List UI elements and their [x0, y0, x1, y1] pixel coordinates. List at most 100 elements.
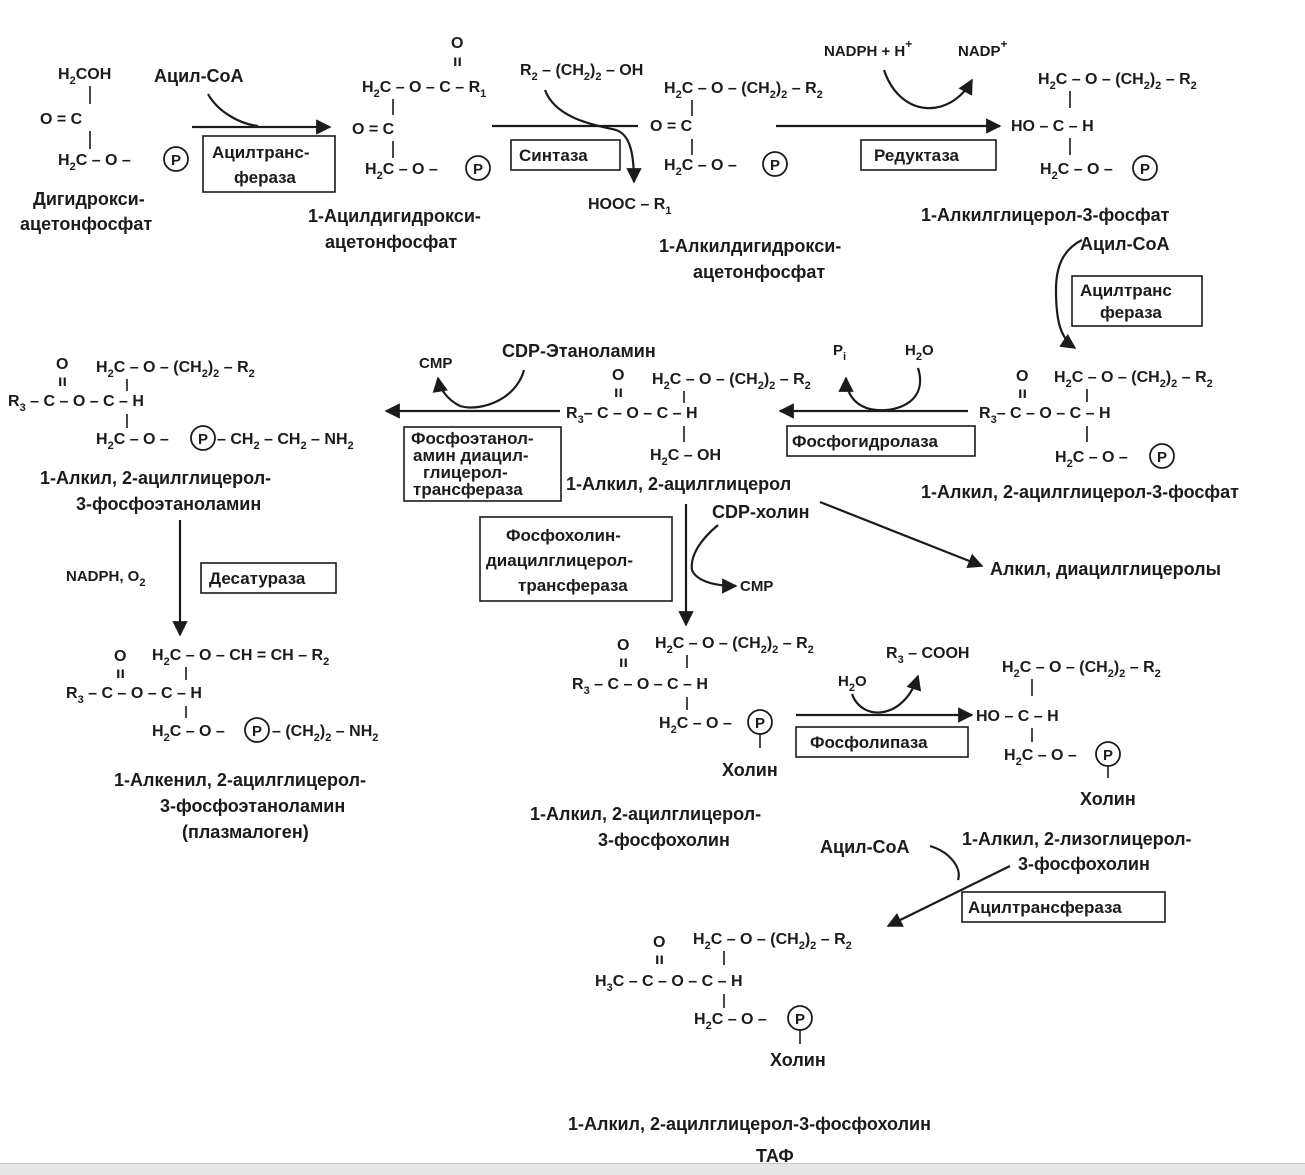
label-lyso-pc-1: 1-Алкил, 2-лизоглицерол-: [962, 829, 1192, 849]
enzyme-pe-transferase-l1: Фосфоэтанол-: [411, 429, 534, 448]
svg-text:ıı: ıı: [58, 373, 67, 390]
svg-text:R3– C – O – C – H: R3– C – O – C – H: [979, 405, 1111, 426]
svg-text:ıı: ıı: [619, 654, 628, 671]
enzyme-box-acyltransferase-2: [1071, 275, 1203, 327]
cofactor-cdp-choline: CDP-холин: [712, 502, 809, 522]
svg-text:H2C – O – (CH2)2 – R2: H2C – O – (CH2)2 – R2: [1002, 659, 1161, 680]
enzyme-box-acyltransferase-1: [202, 135, 336, 193]
reaction-arrow-4: [1054, 239, 1083, 349]
svg-text:O: O: [1016, 368, 1028, 385]
svg-text:P: P: [755, 715, 765, 732]
cofactor-cmp-1: CMP: [419, 355, 452, 372]
acyl-coa-in-arrow-3: [929, 844, 960, 881]
svg-text:O = C: O = C: [352, 121, 395, 138]
svg-text:H2C – O –: H2C – O –: [58, 152, 131, 173]
enzyme-pe-transferase-l4: трансфераза: [413, 480, 523, 499]
structure-alkyl-acyl-glycerol-3p: O ıı H2C – O – (CH2)2 – R2 R3– C – O – C…: [979, 368, 1213, 470]
label-plasmalogen-2: 3-фосфоэтаноламин: [160, 796, 345, 816]
svg-text:P: P: [1103, 747, 1113, 764]
svg-text:HO – C – H: HO – C – H: [976, 708, 1059, 725]
svg-text:O: O: [114, 648, 126, 665]
label-acyl-dhap-1: 1-Ацилдигидрокси-: [308, 206, 481, 226]
reaction-arrow-10: [886, 865, 1011, 927]
svg-text:ıı: ıı: [453, 53, 462, 70]
label-alkyl-acyl-pe-1: 1-Алкил, 2-ацилглицерол-: [40, 468, 271, 488]
svg-text:O: O: [617, 637, 629, 654]
svg-text:P: P: [473, 161, 483, 178]
cofactor-r3cooh: R3 – COOH: [886, 645, 969, 666]
svg-text:P: P: [252, 723, 262, 740]
label-plasmalogen-3: (плазмалоген): [182, 822, 309, 842]
label-choline-1: Холин: [722, 760, 778, 780]
cofactor-cdp-ethanolamine: CDP-Этаноламин: [502, 341, 656, 361]
cdp-choline-arrow: [690, 524, 738, 594]
svg-text:R3 – C – O – C – H: R3 – C – O – C – H: [66, 685, 202, 706]
label-lyso-pc-2: 3-фосфохолин: [1018, 854, 1150, 874]
enzyme-acyltransferase-1-l1: Ацилтранс-: [212, 143, 310, 162]
svg-text:ıı: ıı: [655, 951, 664, 968]
svg-text:H2C – O – (CH2)2 – R2: H2C – O – (CH2)2 – R2: [1054, 369, 1213, 390]
svg-text:P: P: [795, 1011, 805, 1028]
svg-text:R3 – C – O – C – H: R3 – C – O – C – H: [8, 393, 144, 414]
svg-text:H2C – O –: H2C – O –: [1004, 747, 1077, 768]
bottom-strip: [0, 1163, 1305, 1175]
enzyme-box-pc-transferase: [479, 516, 673, 602]
svg-text:H2C – O –: H2C – O –: [664, 157, 737, 178]
enzyme-box-reductase: [860, 139, 997, 171]
cofactor-nadph-o2: NADPH, O2: [66, 568, 145, 589]
enzyme-box-synthase: [510, 139, 621, 171]
enzyme-pc-transferase-l1: Фосфохолин-: [506, 526, 621, 545]
svg-text:H2C – O – (CH2)2 – R2: H2C – O – (CH2)2 – R2: [96, 359, 255, 380]
acyl-coa-in-arrow-1: [207, 93, 259, 128]
cofactor-h2o-2: H2O: [838, 673, 867, 694]
label-choline-2: Холин: [1080, 789, 1136, 809]
cofactor-nadp: NADP+: [958, 37, 1008, 60]
enzyme-box-phosphohydrolase: [786, 425, 976, 457]
label-plasmalogen-1: 1-Алкенил, 2-ацилглицерол-: [114, 770, 366, 790]
structure-lyso-pc: H2C – O – (CH2)2 – R2 HO – C – H H2C – O…: [976, 659, 1161, 778]
svg-text:R2 – (CH2)2 – OH: R2 – (CH2)2 – OH: [520, 62, 643, 83]
structure-acyl-dhap: O ıı H2C – O – C – R1 O = C H2C – O – P: [352, 35, 491, 182]
phosphate-symbol: P: [171, 152, 181, 169]
svg-text:H2C – O – (CH2)2 – R2: H2C – O – (CH2)2 – R2: [655, 635, 814, 656]
svg-text:H2C – O – (CH2)2 – R2: H2C – O – (CH2)2 – R2: [652, 371, 811, 392]
svg-text:HO – C – H: HO – C – H: [1011, 118, 1094, 135]
svg-text:O = C: O = C: [40, 111, 83, 128]
label-alkyl-dhap-1: 1-Алкилдигидрокси-: [659, 236, 841, 256]
label-alkyl-acyl-pc-1: 1-Алкил, 2-ацилглицерол-: [530, 804, 761, 824]
enzyme-box-acyltransferase-3: [961, 891, 1166, 923]
label-paf-1: 1-Алкил, 2-ацилглицерол-3-фосфохолин: [568, 1114, 931, 1134]
label-alkyl-dhap-2: ацетонфосфат: [693, 262, 825, 282]
cofactor-acyl-coa-3: Ацил-CoA: [820, 837, 910, 857]
label-acyl-dhap-2: ацетонфосфат: [325, 232, 457, 252]
phospholipase-side-arrow: [850, 674, 922, 714]
svg-text:H3C – C – O – C – H: H3C – C – O – C – H: [595, 973, 743, 994]
svg-text:H2C – O – (CH2)2 – R2: H2C – O – (CH2)2 – R2: [664, 80, 823, 101]
svg-text:H2C – O –: H2C – O –: [1055, 449, 1128, 470]
cofactor-acyl-coa-2: Ацил-CoA: [1080, 234, 1170, 254]
label-dhap-1: Дигидрокси-: [33, 189, 145, 209]
svg-text:O: O: [653, 934, 665, 951]
cofactor-h2o-1: H2O: [905, 342, 934, 363]
svg-text:H2C – OH: H2C – OH: [650, 447, 721, 468]
structure-alkylglycerol-3p: H2C – O – (CH2)2 – R2 HO – C – H H2C – O…: [1011, 71, 1197, 182]
svg-text:P: P: [198, 431, 208, 448]
enzyme-acyltransferase-3: Ацилтрансфераза: [968, 898, 1122, 917]
svg-text:H2C – O – CH = CH – R2: H2C – O – CH = CH – R2: [152, 647, 329, 668]
structure-paf: O ıı H2C – O – (CH2)2 – R2 H3C – C – O –…: [595, 931, 852, 1044]
svg-text:P: P: [1140, 161, 1150, 178]
svg-text:H2C – O –: H2C – O –: [152, 723, 225, 744]
enzyme-phospholipase: Фосфолипаза: [810, 733, 928, 752]
structure-plasmalogen: O ıı H2C – O – CH = CH – R2 R3 – C – O –…: [66, 647, 378, 744]
enzyme-phosphohydrolase: Фосфогидролаза: [792, 432, 939, 451]
svg-text:R3– C – O – C – H: R3– C – O – C – H: [566, 405, 698, 426]
structure-alkyl-dhap: H2C – O – (CH2)2 – R2 O = C H2C – O – P: [650, 80, 823, 178]
enzyme-acyltransferase-2-l1: Ацилтранс: [1080, 281, 1172, 300]
label-paf-2: ТАФ: [756, 1146, 794, 1163]
svg-text:H2C – O –: H2C – O –: [694, 1011, 767, 1032]
enzyme-box-pe-transferase: [403, 426, 562, 502]
structure-alkyl-acyl-glycerol: O ıı H2C – O – (CH2)2 – R2 R3– C – O – C…: [566, 367, 811, 468]
svg-text:– (CH2)2 – NH2: – (CH2)2 – NH2: [272, 723, 378, 744]
enzyme-acyltransferase-2-l2: фераза: [1100, 303, 1162, 322]
